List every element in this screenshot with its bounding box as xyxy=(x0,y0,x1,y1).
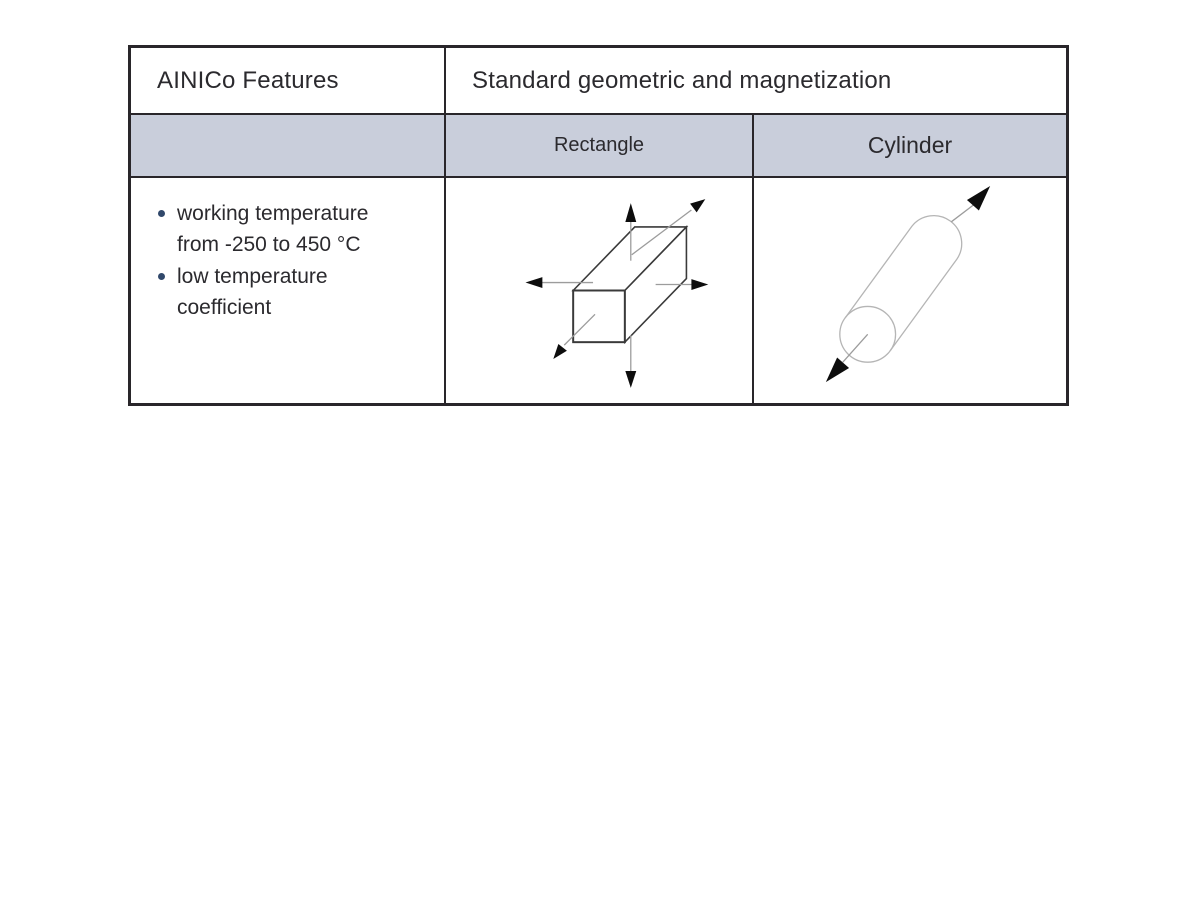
feature-line: from -250 to 450 °C xyxy=(177,233,361,256)
left-arrowhead-icon xyxy=(525,277,543,289)
down-left-arrowhead-icon xyxy=(553,344,567,360)
cylinder-diagram-cell xyxy=(754,178,1066,403)
feature-text: low temperature coefficient xyxy=(177,261,328,323)
feature-text: working temperature from -250 to 450 °C xyxy=(177,198,368,260)
list-item: working temperature from -250 to 450 °C xyxy=(158,198,434,260)
features-title: AINICo Features xyxy=(157,66,339,94)
axis-shaft-upper xyxy=(950,202,977,223)
up-right-arrow-shaft xyxy=(631,209,692,256)
axis-shaft-lower xyxy=(842,333,869,363)
cylinder-shape xyxy=(839,214,963,363)
cylinder-label-cell: Cylinder xyxy=(754,115,1066,178)
axial-arrow xyxy=(825,185,991,383)
features-list-cell: working temperature from -250 to 450 °C … xyxy=(131,178,446,403)
rectangle-magnet-diagram xyxy=(525,199,709,388)
up-right-arrowhead-icon xyxy=(690,199,706,213)
down-left-arrow-shaft xyxy=(563,313,596,346)
features-header-cell: AINICo Features xyxy=(131,48,446,115)
features-list: working temperature from -250 to 450 °C … xyxy=(158,198,434,323)
geometry-title: Standard geometric and magnetization xyxy=(472,66,892,94)
subheader-empty-cell xyxy=(131,115,446,178)
alnico-properties-table: AINICo Features Standard geometric and m… xyxy=(128,45,1069,406)
down-arrowhead-icon xyxy=(625,370,637,388)
rectangle-label-cell: Rectangle xyxy=(446,115,754,178)
cylinder-label: Cylinder xyxy=(867,132,953,158)
list-item: low temperature coefficient xyxy=(158,261,434,323)
up-right-arrowhead-icon xyxy=(966,185,991,211)
feature-line: low temperature xyxy=(177,265,328,288)
rectangle-label: Rectangle xyxy=(553,134,645,156)
magnetization-arrows xyxy=(541,209,693,372)
cylinder-magnet-diagram xyxy=(825,185,991,383)
bullet-icon xyxy=(158,210,165,217)
up-arrowhead-icon xyxy=(625,203,637,222)
down-left-arrowhead-icon xyxy=(825,357,850,383)
bullet-icon xyxy=(158,273,165,280)
right-arrowhead-icon xyxy=(691,279,709,291)
rectangle-diagram-cell xyxy=(446,178,754,403)
feature-line: working temperature xyxy=(177,202,369,225)
feature-line: coefficient xyxy=(177,296,272,319)
geometry-header-cell: Standard geometric and magnetization xyxy=(446,48,1066,115)
arrow-heads xyxy=(525,199,709,388)
